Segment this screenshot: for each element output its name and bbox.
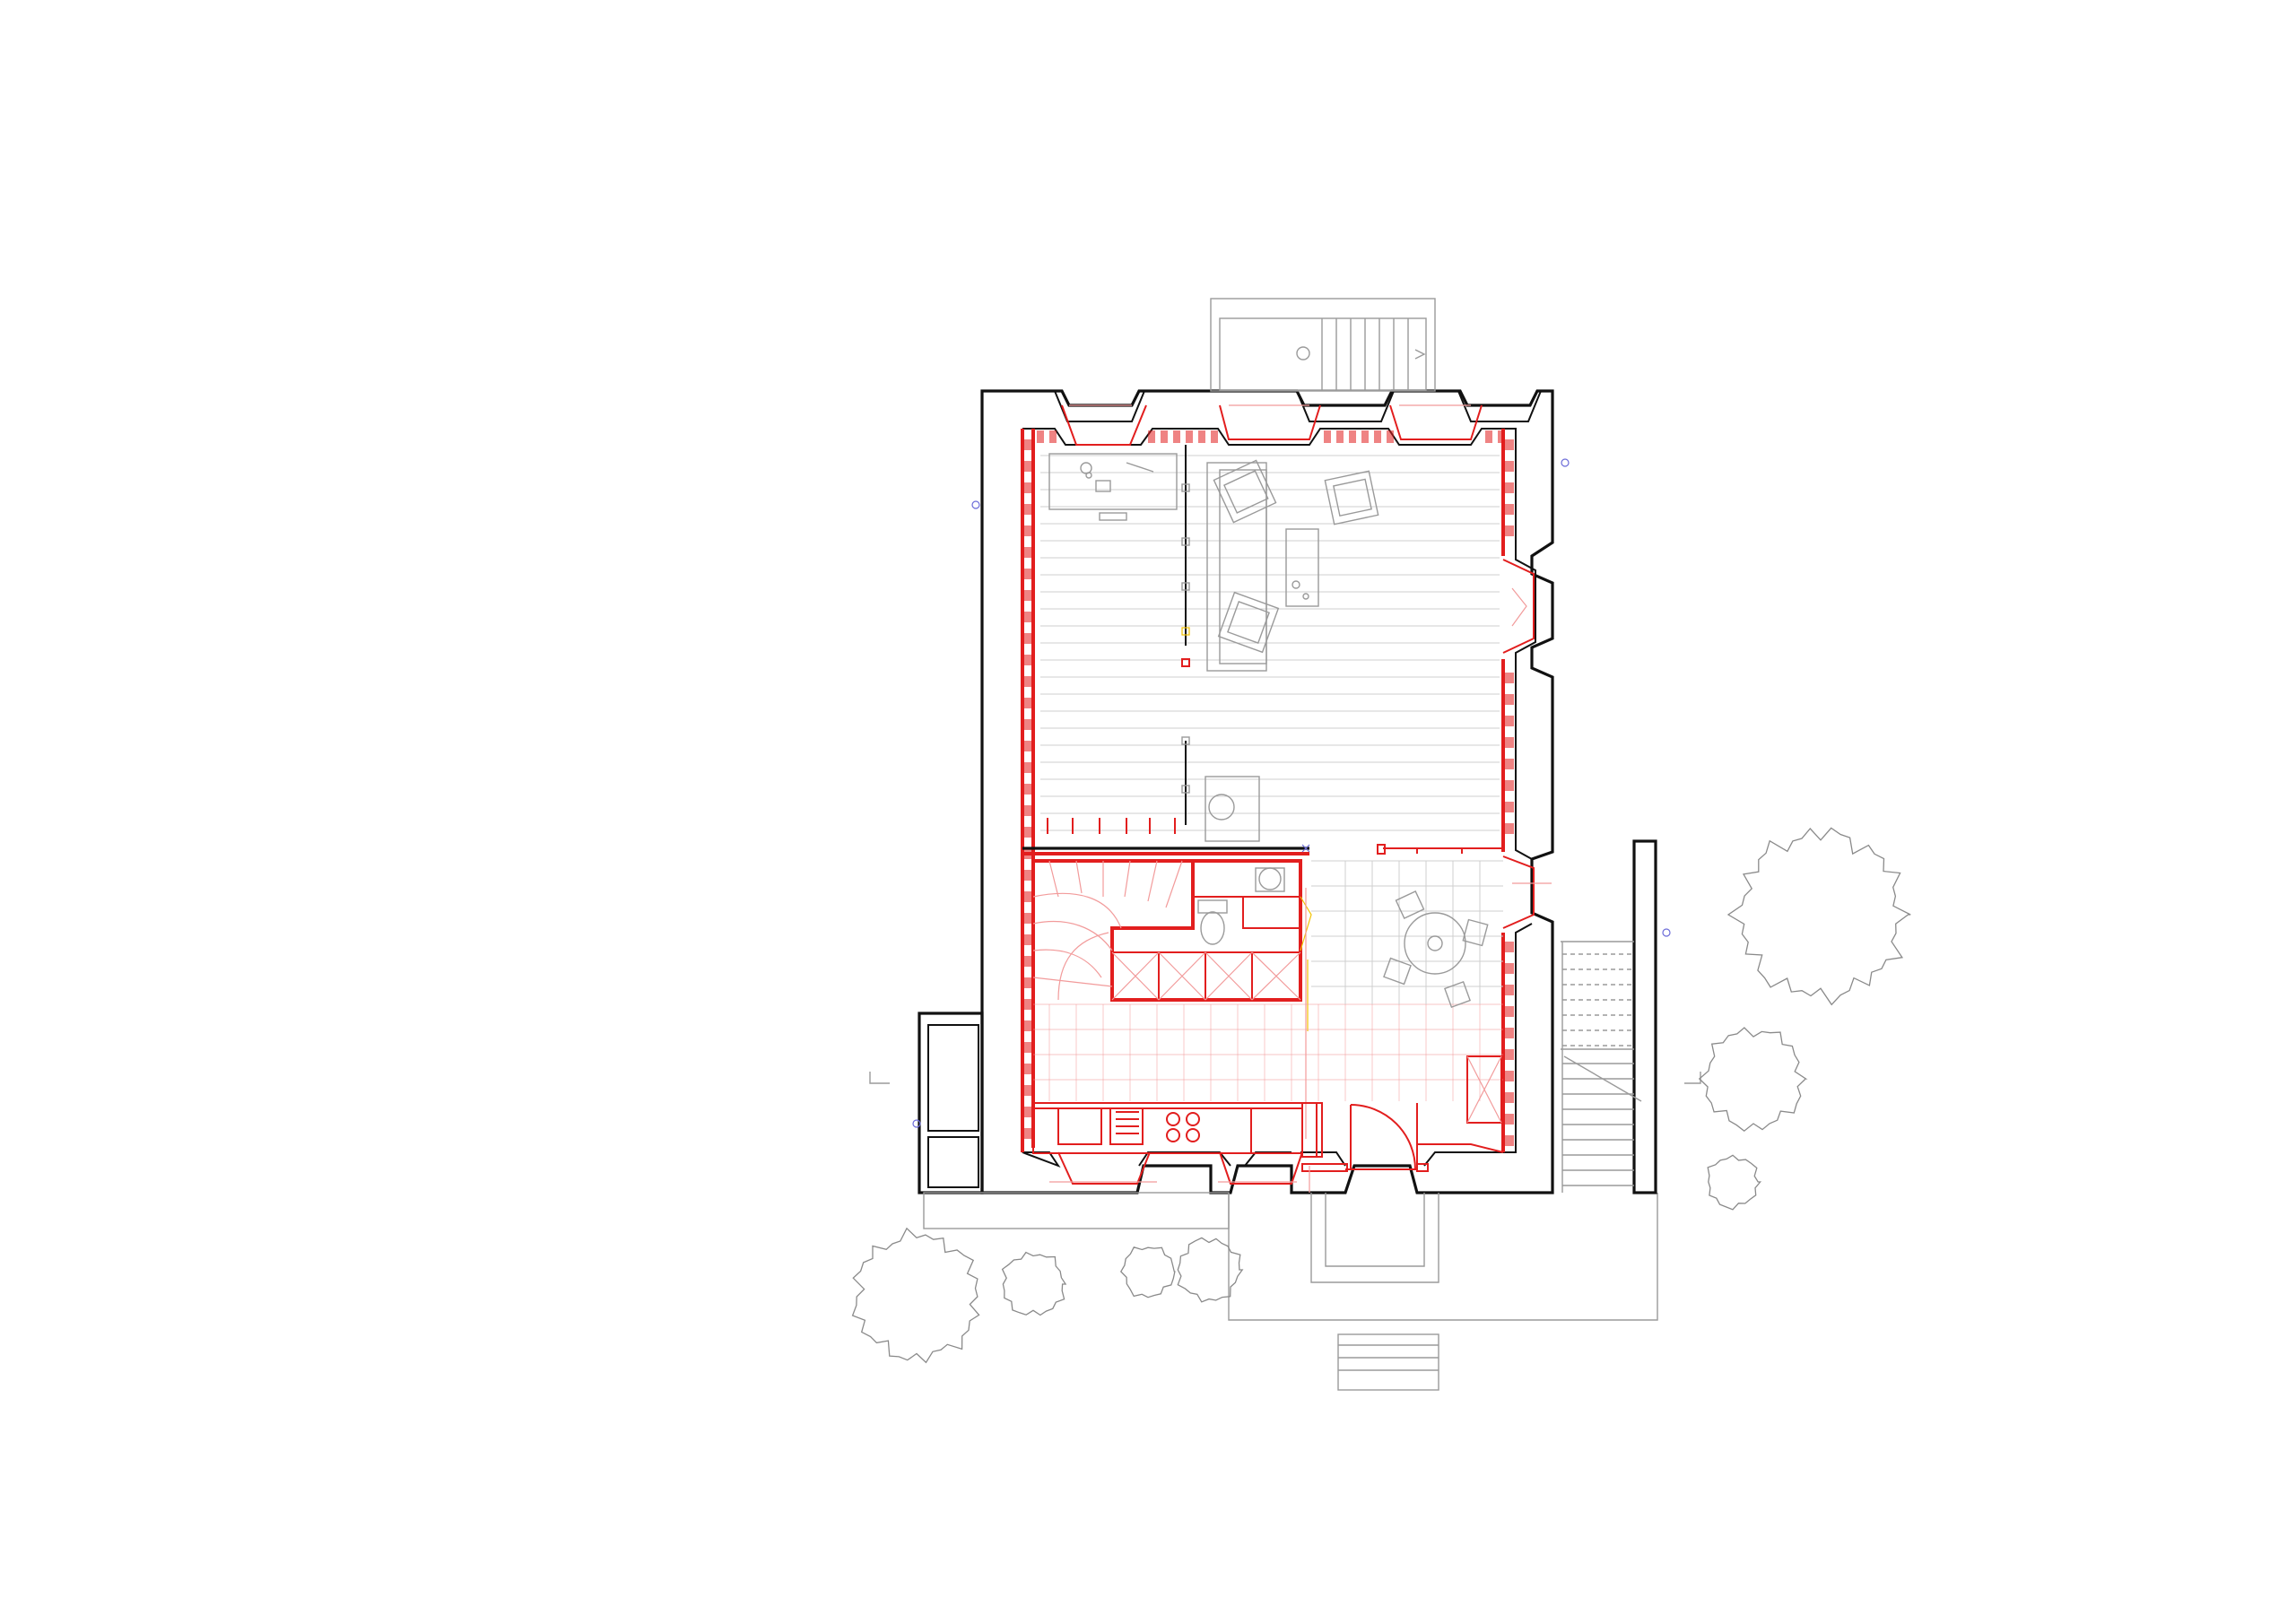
tree-outline-icon [1001, 1251, 1067, 1316]
tree-outline-icon [1726, 827, 1911, 1006]
kitchen [1032, 1102, 1323, 1158]
survey-point-icon [1296, 346, 1310, 360]
tree-outline-icon [1119, 1246, 1176, 1298]
survey-point-icon [971, 500, 980, 509]
table-chair-icon [1383, 890, 1489, 1008]
stair-icon [1032, 860, 1183, 1001]
south-entry-door [1301, 1103, 1504, 1172]
tree-outline-icon [1177, 1237, 1244, 1303]
stair-core [1032, 859, 1312, 1139]
north-window-reveals [1054, 390, 1542, 422]
south-terrace [923, 1192, 1658, 1391]
trees [851, 827, 1911, 1364]
tree-outline-icon [851, 1227, 980, 1364]
tree-outline-icon [1707, 1154, 1762, 1211]
cross-wall [1022, 818, 1503, 855]
stair-icon [1561, 942, 1634, 1193]
tree-outline-icon [1698, 1027, 1808, 1133]
insulation-hatch [1023, 430, 1514, 1146]
living-room-floor-boards [1040, 455, 1500, 831]
kitchen-floor-tiles [1033, 860, 1503, 1101]
survey-points [912, 458, 1671, 1128]
east-stair [1561, 839, 1657, 1194]
living-room-furniture [1048, 453, 1379, 842]
living-partition-posts [1181, 445, 1190, 825]
survey-point-icon [912, 1119, 921, 1128]
section-markers [869, 1072, 1701, 1084]
north-entry-stair [1210, 298, 1436, 392]
door-swing-icon [1350, 1104, 1416, 1170]
survey-point-icon [1561, 458, 1570, 467]
south-window-frames [1049, 1151, 1310, 1193]
dining-area [1383, 890, 1502, 1124]
stair-icon [1321, 318, 1426, 391]
survey-point-icon [1662, 928, 1671, 937]
